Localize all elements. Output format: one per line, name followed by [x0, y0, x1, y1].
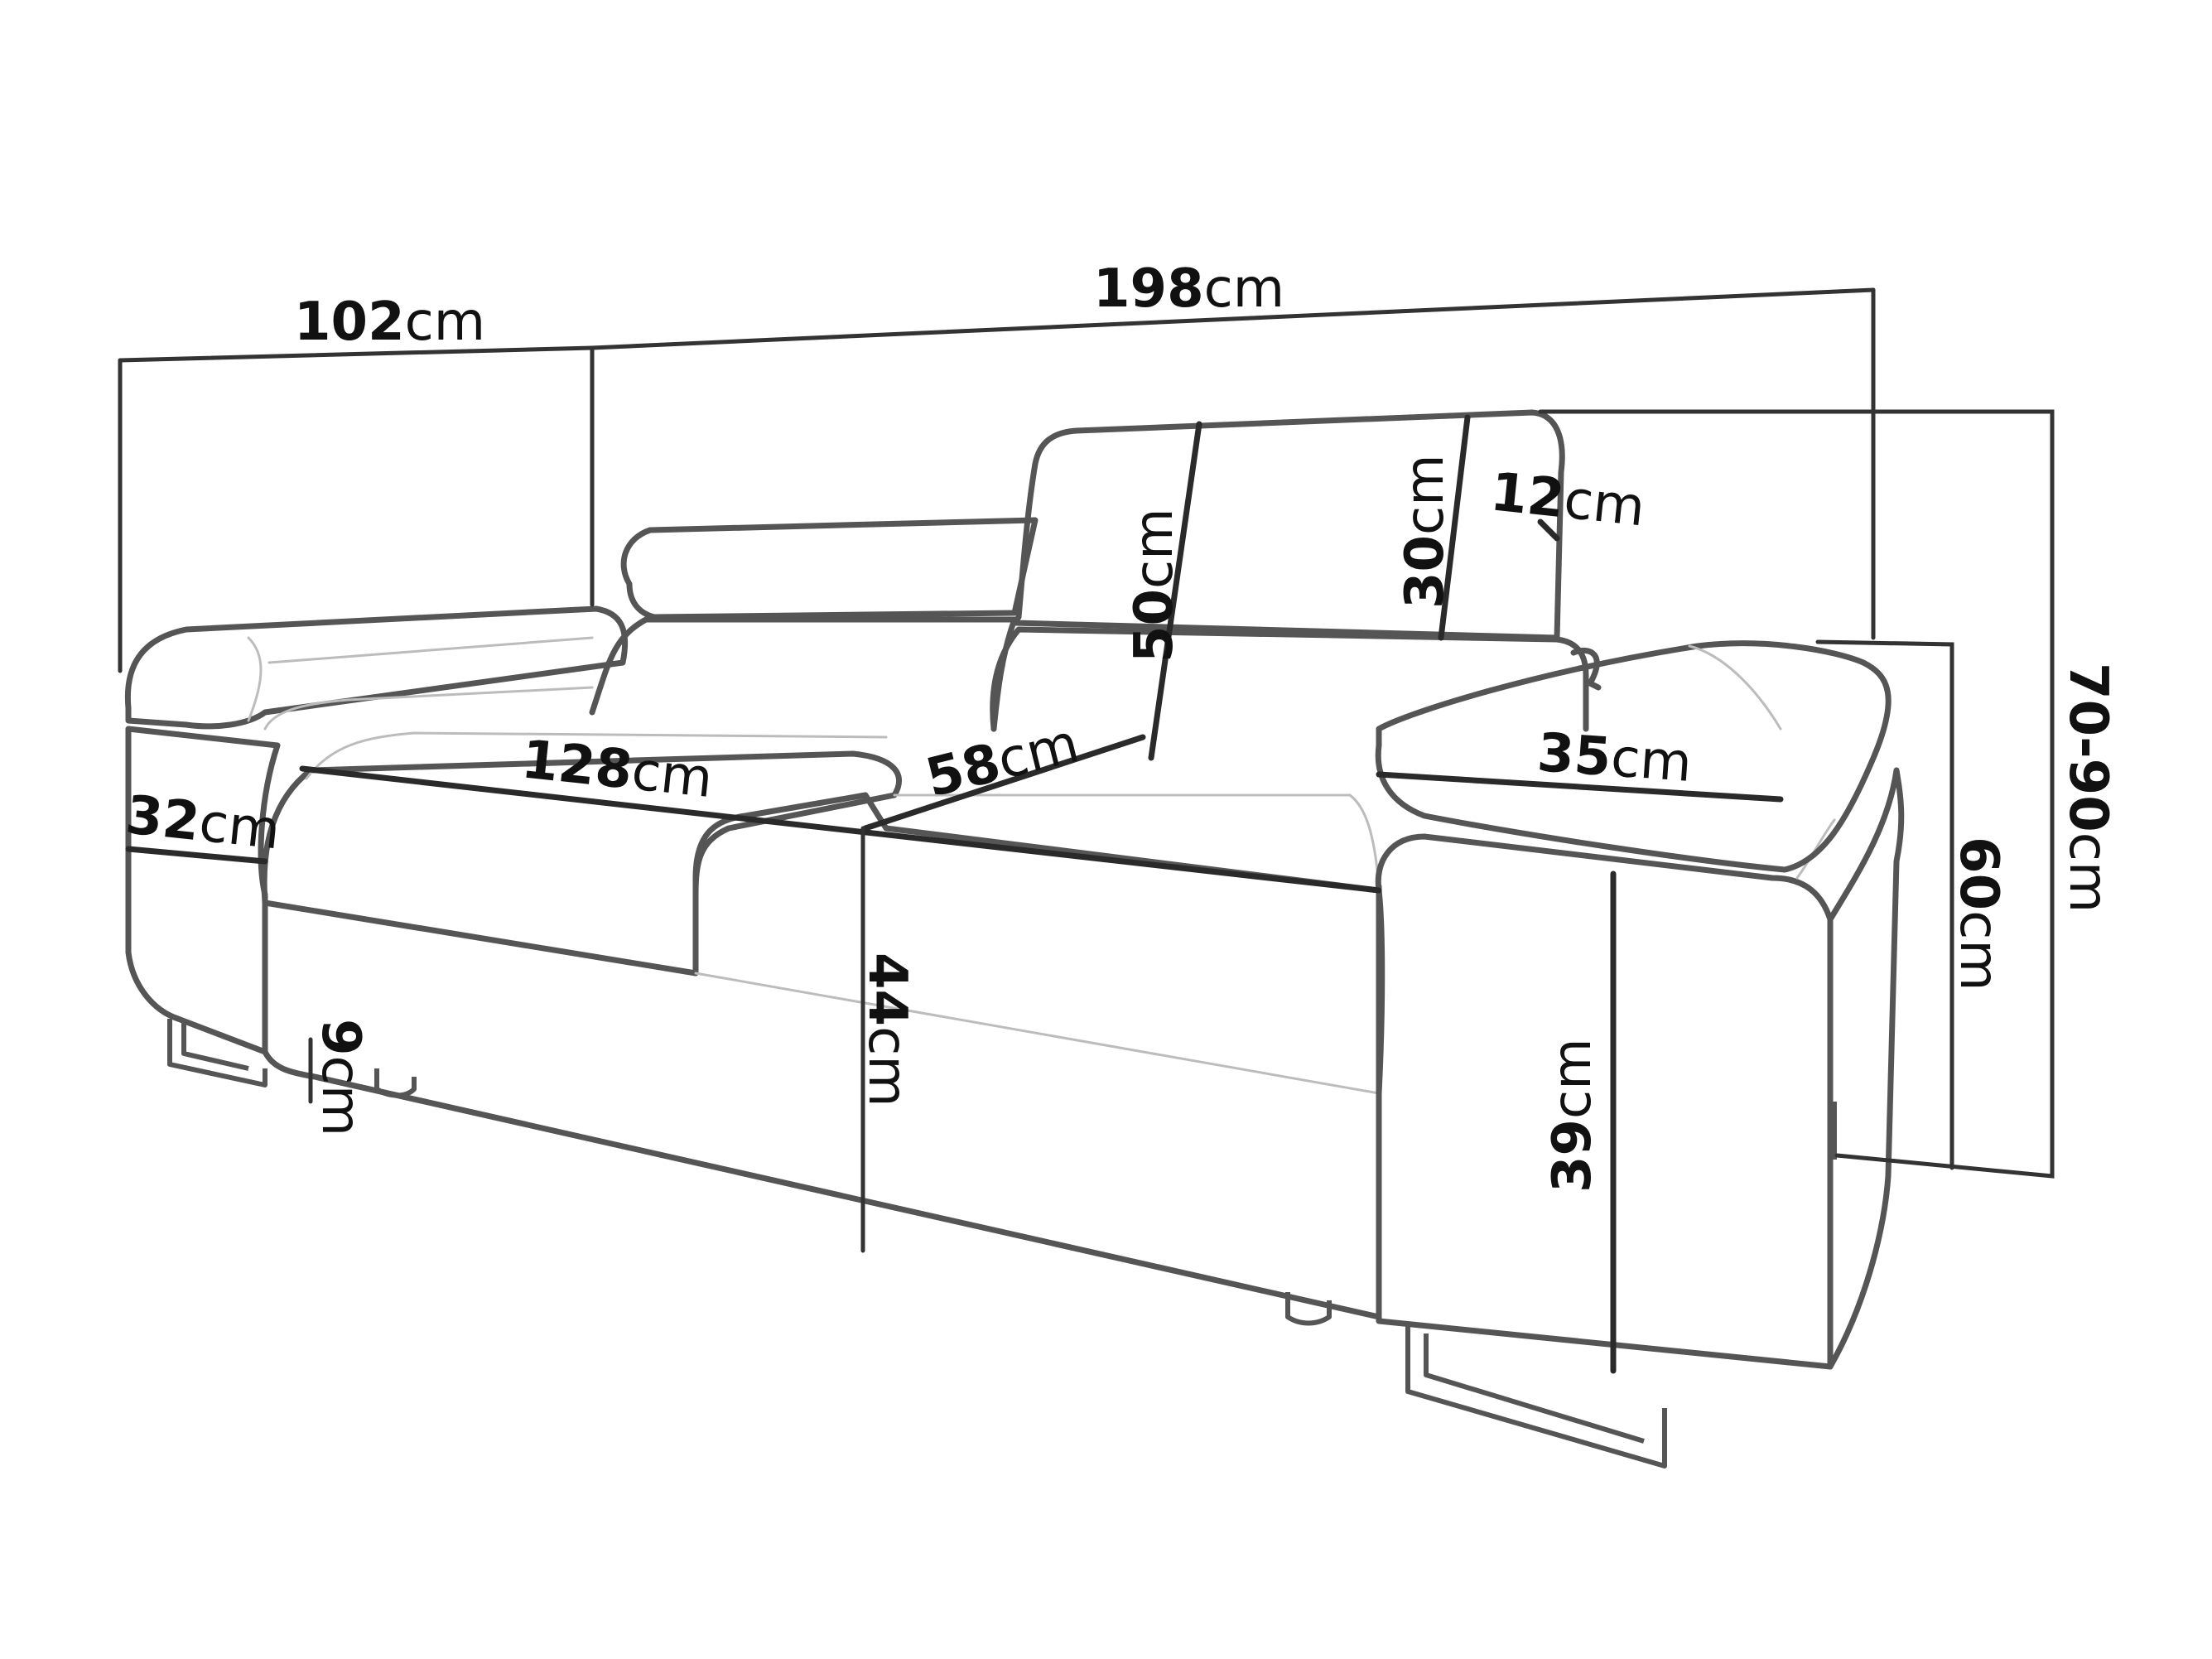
right-armrest-top: [1375, 640, 1892, 873]
overall-width-line: [590, 287, 1876, 350]
leg-height-label: 9cm: [310, 1019, 371, 1136]
headrest-thickness-line: [1537, 518, 1560, 542]
left-armrest-body: [125, 726, 281, 1055]
dimension-labels: 102cm 198cm 50cm 30cm 12cm 128cm 58cm 35…: [123, 258, 2118, 1193]
seat-height-label: 44cm: [856, 952, 918, 1107]
sofa-front-base: [262, 883, 1382, 1320]
right-backrest: [990, 626, 1589, 732]
armrest-width-line: [1376, 771, 1784, 803]
back-height-line: [1815, 639, 1954, 1170]
arm-height-label: 39cm: [1542, 1038, 1603, 1193]
dimension-lines: [118, 287, 2055, 1374]
rear-left-foot: [374, 1068, 417, 1098]
left-backrest: [589, 616, 1018, 732]
backrest-height-label: 50cm: [1124, 508, 1185, 663]
overall-width-label: 198cm: [1093, 258, 1284, 320]
total-height-line: [1538, 409, 2055, 1179]
armrest-thickness-line: [125, 846, 268, 865]
overall-depth-label: 102cm: [294, 292, 485, 353]
headrest-thickness-label: 12cm: [1487, 461, 1647, 538]
total-height-label: 70-90cm: [2057, 663, 2118, 913]
armrest-thickness-label: 32cm: [123, 784, 282, 861]
left-armrest-top: [124, 605, 629, 730]
right-seat-cushion: [692, 792, 1386, 1097]
seat-width-label: 128cm: [518, 729, 716, 810]
headrest-height-label: 30cm: [1395, 454, 1456, 609]
seat-depth-line: [862, 734, 1146, 832]
right-headrest: [1011, 409, 1565, 641]
backrest-height-line: [1148, 421, 1202, 761]
armrest-width-label: 35cm: [1535, 722, 1694, 794]
sofa-drawing: [124, 409, 1905, 1469]
seat-depth-label: 58cm: [920, 713, 1085, 810]
left-leg: [167, 1019, 267, 1088]
center-foot: [1285, 1292, 1332, 1326]
right-leg: [1405, 1325, 1667, 1469]
left-headrest: [620, 517, 1039, 620]
right-armrest-body: [1375, 833, 1834, 1370]
back-height-label: 60cm: [1948, 837, 2009, 991]
headrest-height-line: [1438, 414, 1471, 641]
seat-width-line: [299, 765, 1382, 894]
overall-depth-line: [118, 345, 595, 363]
